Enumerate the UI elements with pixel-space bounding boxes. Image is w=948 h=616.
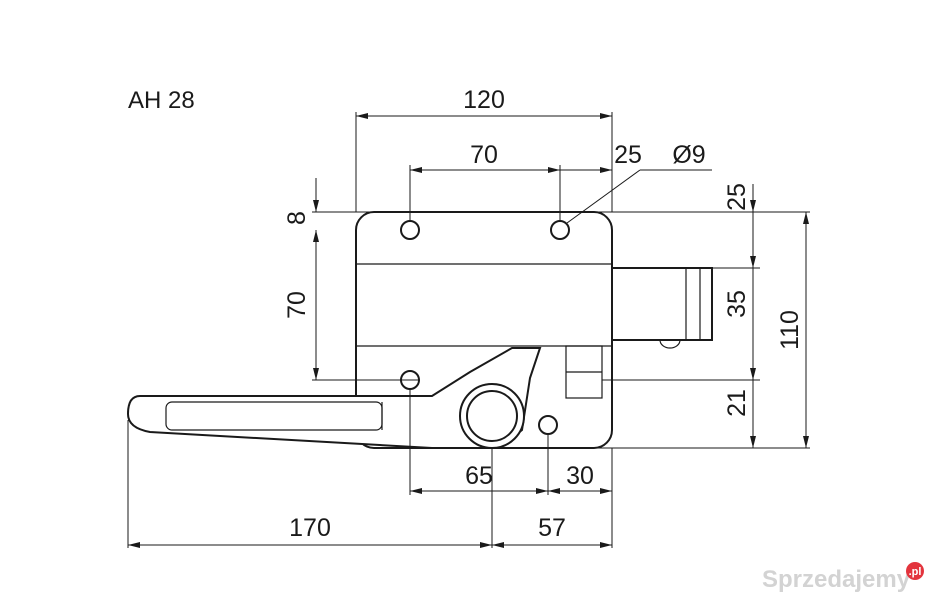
watermark-text: Sprzedajemy — [762, 566, 911, 593]
dim-top-offset-left: 8 — [283, 211, 311, 225]
dim-overall-width: 120 — [463, 86, 505, 114]
dim-lever-to-edge: 57 — [538, 514, 566, 542]
watermark-suffix: .pl — [909, 566, 922, 578]
dimension-labels: 120 70 25 Ø9 8 70 25 35 21 110 65 30 170… — [283, 86, 804, 542]
dim-hole-diameter: Ø9 — [672, 141, 705, 169]
lever-handle — [126, 347, 542, 449]
watermark: Sprzedajemy .pl — [762, 562, 924, 593]
extension-lines — [127, 112, 810, 548]
dim-right-middle: 35 — [723, 290, 751, 318]
drawing-title: AH 28 — [128, 87, 195, 114]
dimension-lines — [128, 113, 809, 548]
dim-hole-spacing-v: 70 — [283, 291, 311, 319]
dim-right-lower: 21 — [723, 389, 751, 417]
dim-pin-to-edge: 30 — [566, 462, 594, 490]
dim-hole-spacing-h: 70 — [470, 141, 498, 169]
dim-hole-to-pin: 65 — [465, 462, 493, 490]
dim-overall-height: 110 — [776, 310, 804, 350]
watermark-badge-icon — [906, 562, 924, 580]
dim-lever-length: 170 — [289, 514, 331, 542]
bolt-housing — [611, 267, 713, 341]
dim-right-top: 25 — [723, 183, 751, 211]
pivot-pin — [466, 390, 518, 442]
mount-hole-bottom-right — [538, 415, 558, 435]
mount-hole-top-right — [550, 220, 570, 240]
mount-hole-top-left — [400, 220, 420, 240]
dim-edge-offset: 25 — [614, 141, 642, 169]
